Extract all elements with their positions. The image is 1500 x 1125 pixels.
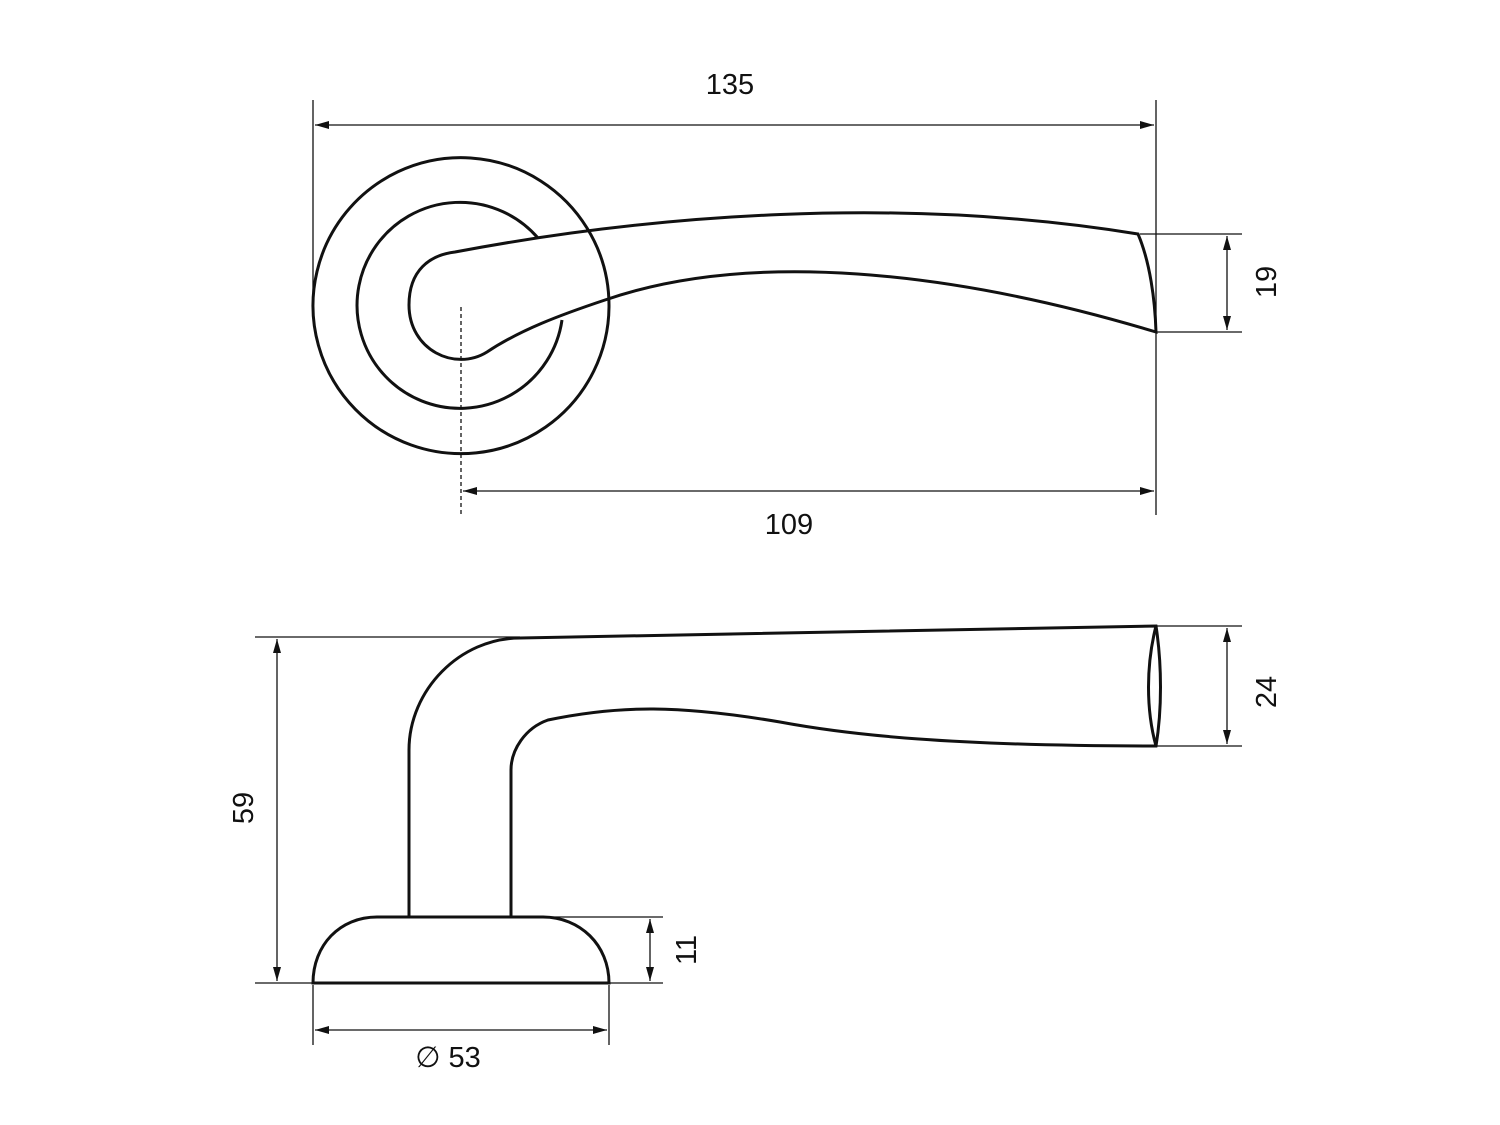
dimension-label-109: 109 (765, 509, 813, 541)
top-view: 135 109 19 (311, 69, 1283, 541)
lever-end-face (1147, 625, 1158, 747)
side-view: 59 24 11 ∅ 53 (228, 624, 1283, 1074)
rose-inner-circle (355, 200, 564, 410)
rose-profile (311, 915, 611, 985)
dimension-label-11: 11 (671, 935, 703, 965)
dimension-label-24: 24 (1251, 676, 1283, 708)
lever-profile (407, 624, 1162, 917)
lever-outline (407, 211, 1158, 361)
rose-outer-circle (311, 156, 611, 456)
dimension-label-59: 59 (228, 792, 260, 824)
dimension-label-19: 19 (1251, 266, 1283, 298)
dimension-label-135: 135 (706, 69, 754, 101)
dimension-label-diameter-53: ∅ 53 (415, 1042, 481, 1074)
